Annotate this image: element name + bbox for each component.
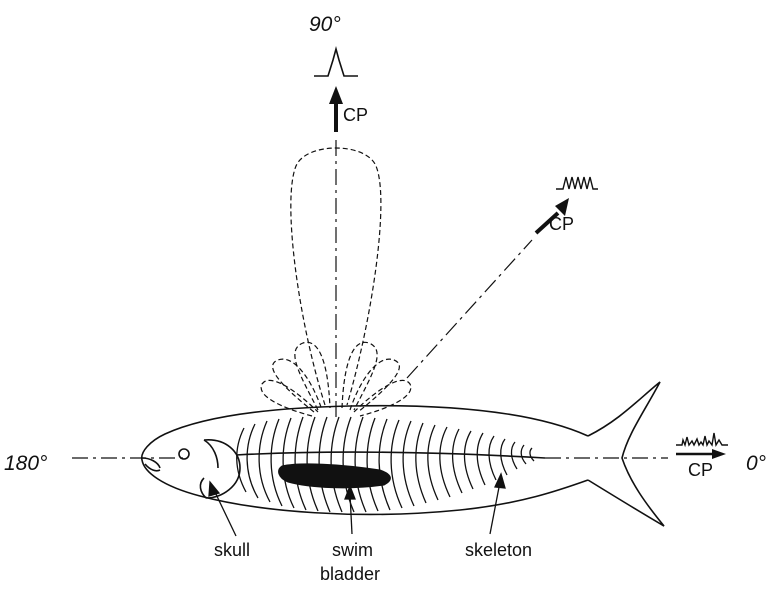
cp-label-right: CP [688,460,713,480]
waveform-top-icon [314,49,358,76]
gill-line [200,478,206,498]
angle-label-90: 90° [309,13,341,36]
waveform-diagonal-icon [556,177,598,189]
side-lobe-left-mid [273,359,322,412]
arrow-right-head-icon [712,449,726,459]
arrow-top-head-icon [329,86,343,104]
skeleton-ribs [237,417,534,512]
skull-leader-arrowhead-icon [209,482,219,496]
side-lobe-right-upper [342,342,377,410]
skeleton-leader [490,482,500,534]
skull-leader [214,490,236,536]
fish-eye [179,449,189,459]
skeleton-leader-arrowhead-icon [495,474,505,488]
angle-label-0: 0° [746,452,766,475]
side-lobe-right-low [354,380,411,416]
swim-label: swim [332,540,373,560]
skull-label: skull [214,540,250,560]
axis-diagonal-45 [407,240,532,378]
skeleton-label: skeleton [465,540,532,560]
waveform-right-icon [676,433,728,445]
fish [142,382,664,526]
bladder-label: bladder [320,564,380,584]
angle-label-180: 180° [4,452,47,475]
cp-label-top: CP [343,105,368,125]
swim-bladder [279,464,391,488]
cp-label-diagonal: CP [549,214,574,234]
fish-tail-outline [588,382,664,526]
